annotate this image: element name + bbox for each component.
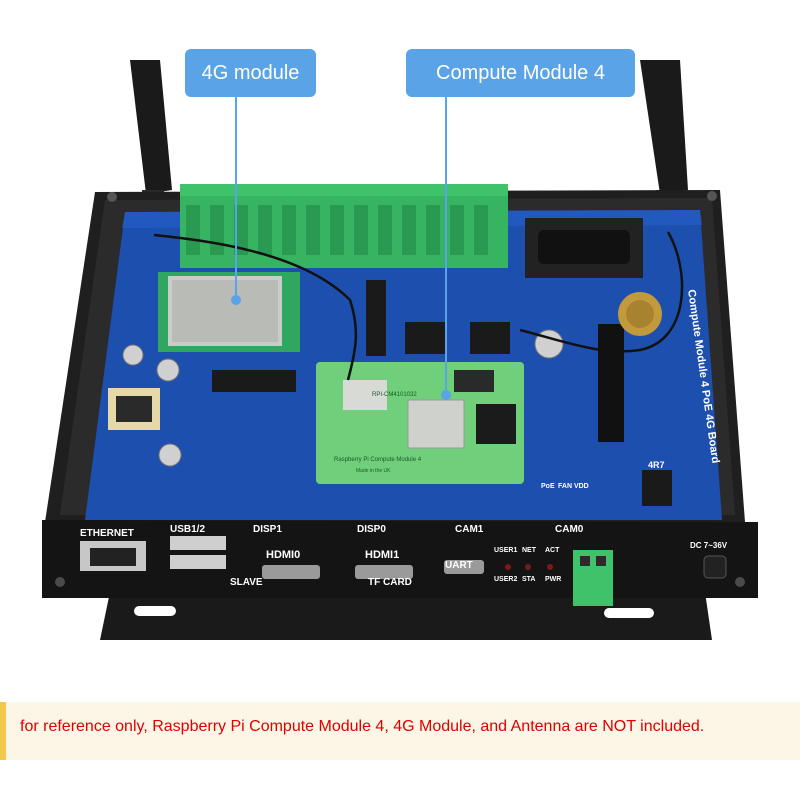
label-uart: UART bbox=[445, 560, 473, 571]
front-panel bbox=[42, 520, 758, 606]
label-dc: DC 7~36V bbox=[690, 541, 728, 550]
label-net: NET bbox=[522, 547, 537, 554]
ic-chips bbox=[212, 280, 672, 506]
label-cam0: CAM0 bbox=[555, 524, 584, 535]
label-cam1: CAM1 bbox=[455, 524, 484, 535]
label-hdmi0: HDMI0 bbox=[266, 549, 300, 561]
callout-dot-4g bbox=[231, 295, 241, 305]
module-4g bbox=[158, 272, 300, 352]
cm4-brand: Raspberry Pi Compute Module 4 bbox=[334, 457, 422, 463]
reference-note: for reference only, Raspberry Pi Compute… bbox=[20, 718, 705, 735]
callout-cm4-label: Compute Module 4 bbox=[436, 61, 605, 84]
label-pwr: PWR bbox=[545, 576, 561, 583]
inductor bbox=[108, 388, 160, 430]
panel-labels: ETHERNET USB1/2 DISP1 DISP0 CAM1 CAM0 HD… bbox=[80, 524, 728, 588]
label-ethernet: ETHERNET bbox=[80, 528, 134, 539]
callout-lines bbox=[235, 97, 447, 395]
label-act: ACT bbox=[545, 547, 560, 554]
label-inductor: 4R7 bbox=[648, 460, 665, 470]
cm4-made: Made in the UK bbox=[356, 468, 391, 474]
terminal-block bbox=[180, 184, 508, 268]
label-usb: USB1/2 bbox=[170, 524, 205, 535]
label-sta: STA bbox=[522, 576, 535, 583]
callout-dot-cm4 bbox=[441, 390, 451, 400]
coin-cell bbox=[618, 292, 662, 336]
serial-connector bbox=[525, 218, 643, 278]
cm4-model: RPI-CM4101032 bbox=[372, 392, 417, 398]
antenna-cables bbox=[153, 231, 684, 381]
reference-note-bar bbox=[0, 702, 800, 760]
compute-module-4 bbox=[316, 362, 524, 484]
label-tf-card: TF CARD bbox=[368, 577, 412, 588]
label-disp1: DISP1 bbox=[253, 524, 282, 535]
label-poe: PoE bbox=[541, 483, 555, 490]
callout-4g-label: 4G module bbox=[201, 61, 300, 84]
mounting-bracket bbox=[100, 592, 712, 640]
label-fan: FAN VDD bbox=[558, 483, 589, 490]
label-user2: USER2 bbox=[494, 576, 517, 583]
callout-compute-module: Compute Module 4 bbox=[406, 49, 635, 97]
label-hdmi1: HDMI1 bbox=[365, 549, 399, 561]
label-slave: SLAVE bbox=[230, 577, 263, 588]
label-user1: USER1 bbox=[494, 547, 517, 554]
label-disp0: DISP0 bbox=[357, 524, 386, 535]
pcie-slot bbox=[598, 324, 624, 442]
callout-4g-module: 4G module bbox=[185, 49, 316, 97]
